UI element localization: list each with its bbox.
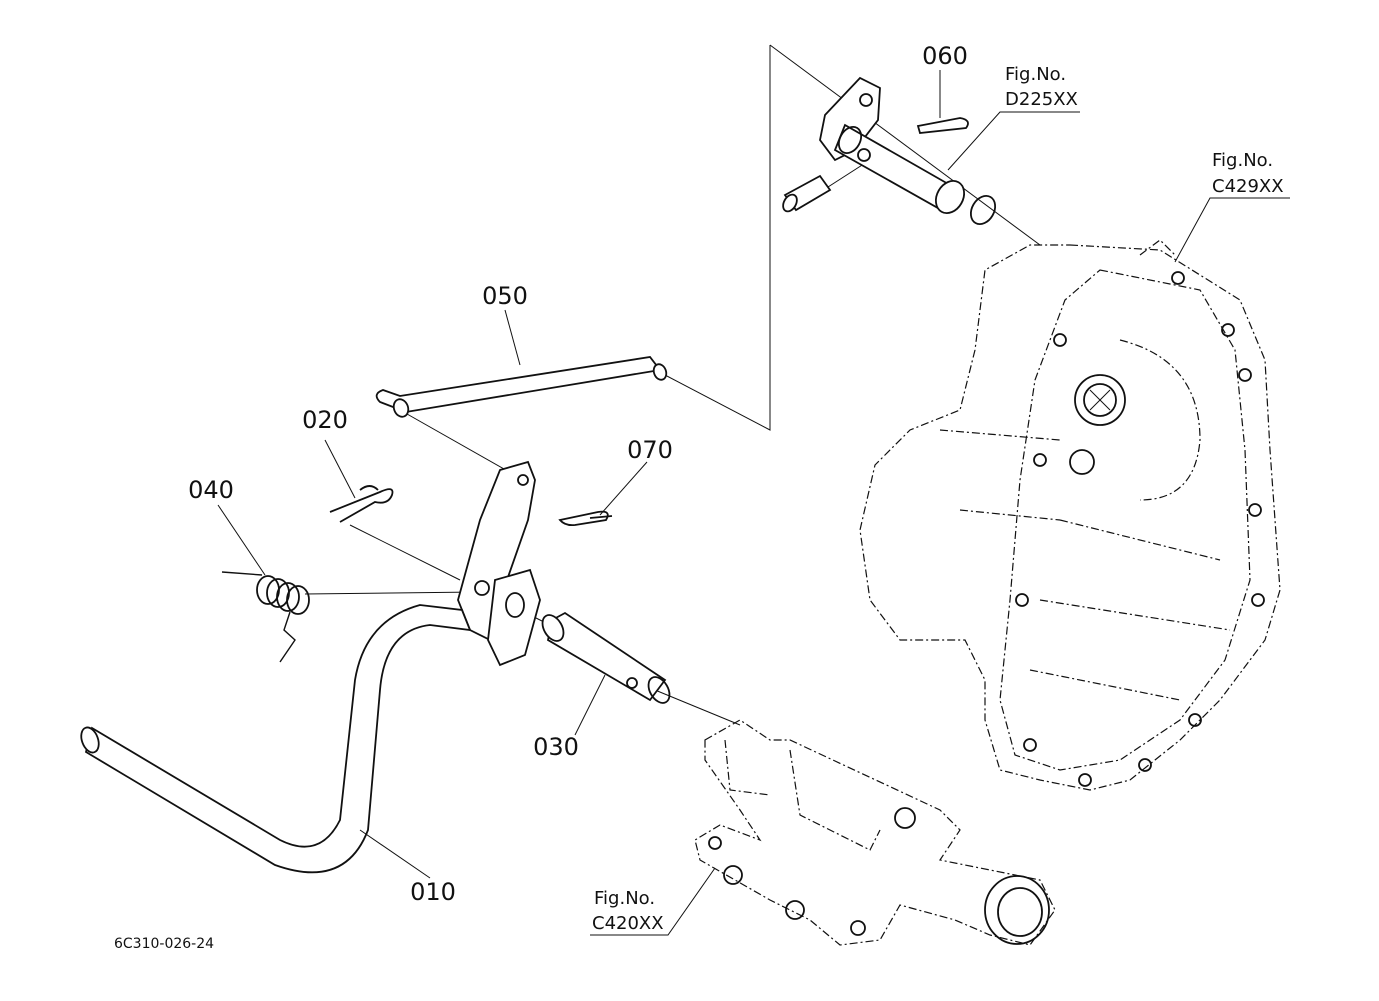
- shift-lever: [80, 604, 472, 874]
- callout-020: 020: [302, 406, 348, 434]
- shaft-pin: [541, 611, 671, 704]
- callout-050: 050: [482, 282, 528, 310]
- drawing-code: 6C310-026-24: [114, 936, 214, 952]
- snap-pin-clips: [329, 485, 613, 527]
- pivot-pin-assembly-top: [782, 76, 997, 226]
- fig-ref-c420-line1: Fig.No.: [594, 888, 655, 909]
- fig-ref-c420-line2: C420XX: [592, 913, 664, 934]
- fig-ref-d225-line1: Fig.No.: [1005, 64, 1066, 85]
- transmission-case: [859, 239, 1281, 791]
- fig-ref-c429-line2: C429XX: [1212, 176, 1284, 197]
- fig-ref-d225-line2: D225XX: [1005, 89, 1078, 110]
- callout-030: 030: [533, 733, 579, 761]
- callout-010: 010: [410, 878, 456, 906]
- shift-arm: [457, 460, 541, 667]
- callout-060: 060: [922, 42, 968, 70]
- return-spring: [221, 571, 310, 663]
- connecting-rod: [375, 356, 668, 418]
- lower-housing: [694, 719, 1056, 946]
- callout-070: 070: [627, 436, 673, 464]
- fig-ref-c429-line1: Fig.No.: [1212, 150, 1273, 171]
- leader-lines: [217, 70, 1290, 936]
- callout-040: 040: [188, 476, 234, 504]
